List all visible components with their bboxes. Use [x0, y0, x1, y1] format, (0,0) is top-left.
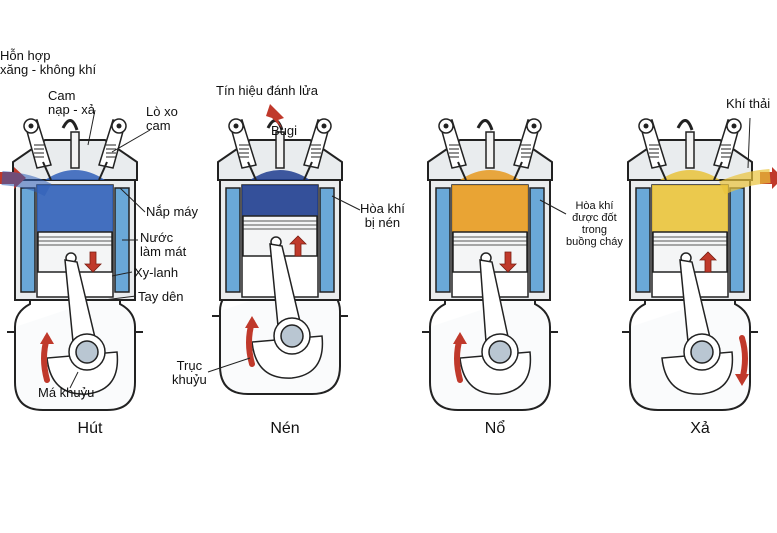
- spark-plug: [485, 131, 495, 169]
- label-head: Nắp máy: [146, 204, 199, 219]
- intake-cam-hub: [233, 123, 239, 129]
- piston-direction-arrow: [699, 251, 717, 273]
- plug-wire: [676, 119, 694, 131]
- water-jacket-right: [529, 187, 545, 293]
- spark-plug: [275, 131, 285, 169]
- combustion-chamber: [37, 185, 113, 232]
- intake-cam-hub: [28, 123, 34, 129]
- leader-compressed: [331, 195, 361, 211]
- engine-stroke-1: [212, 118, 348, 395]
- intake-cam-hub: [643, 123, 649, 129]
- crank-rotation-arrow: [41, 335, 50, 383]
- water-jacket-left: [435, 187, 451, 293]
- exhaust-valve-stem: [513, 161, 523, 181]
- head-chamber: [45, 170, 105, 180]
- piston-direction-arrow: [84, 251, 102, 273]
- water-jacket-right: [319, 187, 335, 293]
- leader-crankshaft: [207, 357, 251, 373]
- crank-rotation-arrow: [739, 335, 748, 383]
- plug-wire: [61, 119, 79, 131]
- piston-direction-arrow: [499, 251, 517, 273]
- engine-stroke-0: [7, 118, 143, 411]
- crankshaft: [75, 340, 99, 364]
- intake-mixture-flow: [1, 171, 52, 197]
- leader-rod: [103, 295, 137, 301]
- crankshaft: [690, 340, 714, 364]
- engine-stroke-2: [422, 118, 558, 411]
- label-web: Má khuỷu: [38, 385, 95, 400]
- crank-rotation-arrow-head: [40, 332, 54, 344]
- crankcase-left: [629, 292, 646, 328]
- label-cylinder: Xy-lanh: [134, 265, 179, 280]
- leader-burned: [539, 199, 567, 215]
- label-plug: Bugi: [271, 123, 298, 138]
- spark-signal-arrow: [266, 104, 284, 128]
- intake-valve-stem: [457, 161, 467, 181]
- piston-direction-arrow: [289, 235, 307, 257]
- crank-rotation-arrow-head: [735, 374, 749, 386]
- leader-cylinder: [111, 271, 133, 277]
- exhaust-cam-hub: [116, 123, 122, 129]
- combustion-chamber: [242, 185, 318, 216]
- label-spark-signal: Tín hiệu đánh lửa: [216, 83, 318, 98]
- caption-power: Nổ: [484, 420, 506, 437]
- spark-plug: [70, 131, 80, 169]
- crankcase-left: [14, 292, 31, 328]
- label-exhaust: Khí thải: [726, 96, 771, 111]
- head-chamber: [660, 170, 720, 180]
- crank-rotation-arrow-head: [245, 316, 259, 328]
- label-rod: Tay dên: [138, 289, 184, 304]
- crank-rotation-arrow-head: [453, 332, 467, 344]
- water-jacket-right: [729, 187, 745, 293]
- engine-stroke-3: [622, 118, 758, 411]
- crank-rotation-arrow: [454, 335, 463, 383]
- combustion-chamber: [452, 185, 528, 232]
- crankcase-left: [429, 292, 446, 328]
- caption-compression: Nén: [270, 420, 300, 437]
- leader-web: [69, 371, 79, 389]
- water-jacket-left: [20, 187, 36, 293]
- leader-cam: [87, 109, 96, 146]
- head-chamber: [460, 170, 520, 180]
- crankshaft: [280, 324, 304, 348]
- intake-valve-stem: [247, 161, 257, 181]
- exhaust-valve-stem: [98, 161, 108, 181]
- exhaust-valve-stem: [713, 161, 723, 181]
- leader-exhaust: [747, 117, 751, 169]
- caption-intake: Hút: [77, 420, 103, 437]
- water-jacket-left: [225, 187, 241, 293]
- exhaust-gas-flow: [719, 169, 771, 195]
- combustion-chamber: [652, 185, 728, 232]
- exhaust-cam-hub: [321, 123, 327, 129]
- intake-cam-hub: [443, 123, 449, 129]
- crankshaft: [488, 340, 512, 364]
- exhaust-cam-hub: [731, 123, 737, 129]
- exhaust-cam-hub: [531, 123, 537, 129]
- exhaust-valve-stem: [303, 161, 313, 181]
- caption-exhaust: Xả: [690, 420, 710, 437]
- spark-plug: [685, 131, 695, 169]
- head-chamber: [250, 170, 310, 180]
- intake-valve-stem: [657, 161, 667, 181]
- leader-spring: [111, 129, 151, 153]
- leader-head: [119, 187, 146, 213]
- intake-valve-stem: [42, 161, 52, 181]
- plug-wire: [476, 119, 494, 131]
- water-jacket-left: [635, 187, 651, 293]
